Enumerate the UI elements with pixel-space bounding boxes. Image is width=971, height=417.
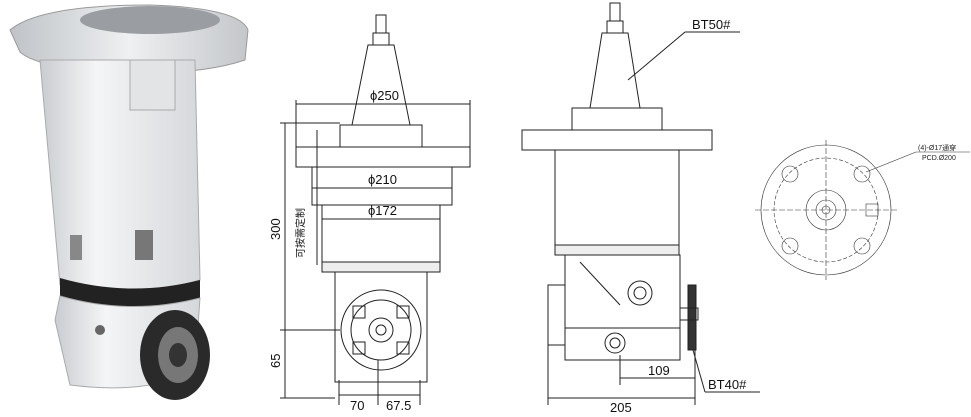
spindle-label: BT50#: [692, 17, 731, 32]
dim-109: 109: [648, 363, 670, 378]
dim-w70: 70: [350, 398, 364, 413]
hole-note: (4)-Ø17通穿: [918, 143, 956, 152]
custom-note: 可按需定制: [294, 208, 307, 258]
side-view: [521, 2, 760, 405]
dim-d250: ϕ250: [370, 88, 399, 103]
dim-d172: ϕ172: [368, 203, 397, 218]
pcd-note: PCD.Ø200: [922, 155, 956, 162]
tool-label: BT40#: [708, 377, 747, 392]
dim-h65: 65: [268, 354, 283, 368]
product-photo: [9, 4, 249, 400]
dim-w67-5: 67.5: [386, 398, 411, 413]
dim-h300: 300: [268, 218, 283, 240]
front-view: [280, 14, 471, 405]
top-view: [755, 140, 970, 280]
dim-205: 205: [610, 400, 632, 415]
dim-d210: ϕ210: [368, 172, 397, 187]
